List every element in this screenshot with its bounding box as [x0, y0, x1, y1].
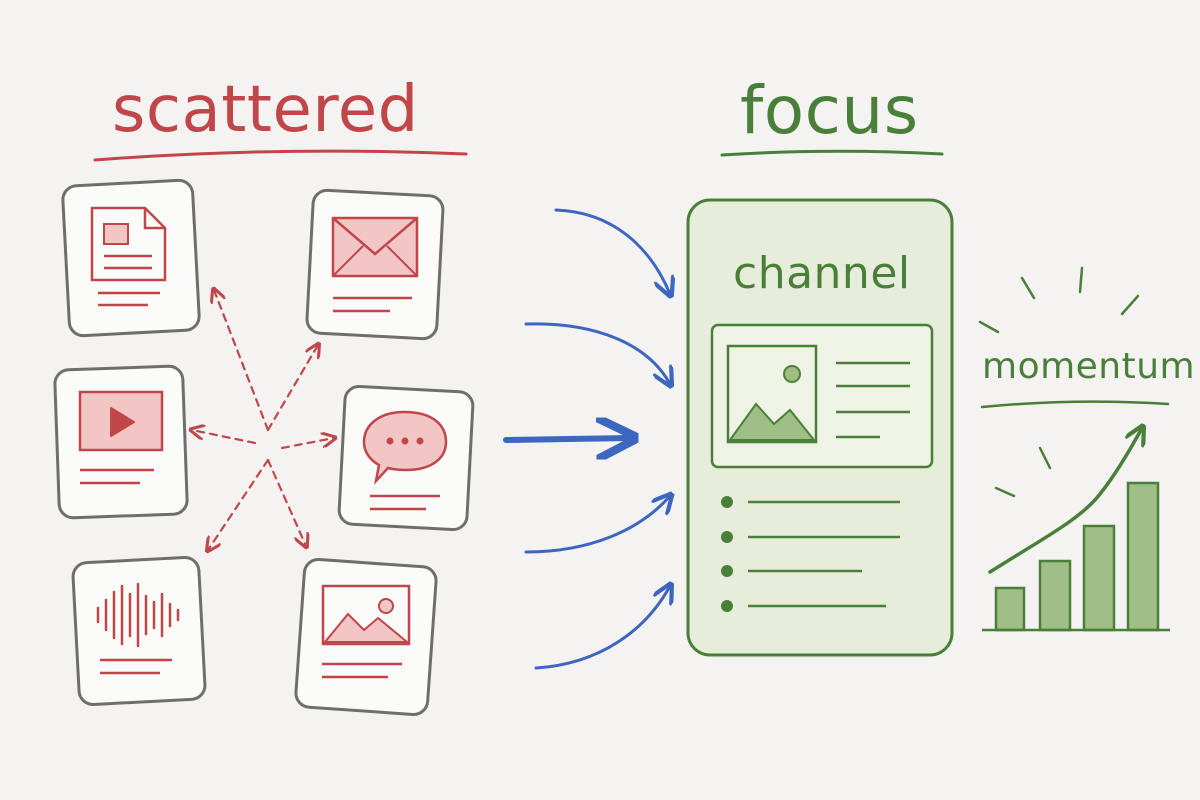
scattered-tile-video	[53, 364, 189, 520]
scattered-tile-image	[294, 558, 438, 716]
focus-underline	[720, 149, 944, 157]
scatter-arrows	[192, 290, 334, 550]
funnel-arrow-5	[534, 586, 670, 670]
channel-list	[721, 496, 900, 612]
momentum-underline	[980, 400, 1170, 409]
scattered-title: scattered	[112, 73, 419, 147]
funnel-arrows	[503, 208, 670, 670]
scattered-tile-audio	[71, 556, 207, 706]
list-bullet-icon	[721, 496, 733, 508]
audio-wave-icon	[96, 582, 180, 648]
funnel-arrow-2	[524, 322, 670, 384]
momentum-bar	[1126, 481, 1160, 632]
trend-arrow-icon	[988, 428, 1142, 574]
scatter-arrow-left	[192, 430, 257, 445]
scattered-tile-chat	[337, 384, 475, 532]
scatter-arrow-up-left	[214, 290, 270, 432]
funnel-arrow-4	[524, 496, 670, 554]
scatter-arrow-up-right	[266, 345, 318, 432]
scatter-arrow-down-left	[208, 458, 270, 550]
momentum-bar-chart	[982, 428, 1170, 632]
momentum-bar	[1038, 559, 1072, 632]
channel-card	[686, 198, 954, 657]
momentum-bar	[994, 586, 1026, 632]
channel-label: channel	[733, 248, 911, 299]
funnel-arrow-3	[503, 438, 630, 440]
momentum-sparkle-icon	[978, 266, 1140, 498]
chat-bubble-icon	[362, 410, 448, 486]
list-bullet-icon	[721, 565, 733, 577]
momentum-bar	[1082, 524, 1116, 632]
funnel-arrow-1	[554, 208, 670, 294]
envelope-icon	[331, 216, 419, 278]
momentum-label: momentum	[982, 346, 1196, 387]
document-icon	[90, 206, 167, 282]
scatter-arrow-right	[280, 438, 334, 450]
image-icon	[726, 344, 818, 444]
scattered-tile-document	[61, 178, 201, 338]
scatter-arrow-down-right	[266, 458, 306, 546]
list-bullet-icon	[721, 531, 733, 543]
image-icon	[321, 584, 411, 646]
focus-title: focus	[740, 72, 919, 149]
scattered-tile-envelope	[305, 188, 445, 341]
scattered-underline	[93, 149, 468, 162]
list-bullet-icon	[721, 600, 733, 612]
video-play-icon	[78, 390, 164, 452]
